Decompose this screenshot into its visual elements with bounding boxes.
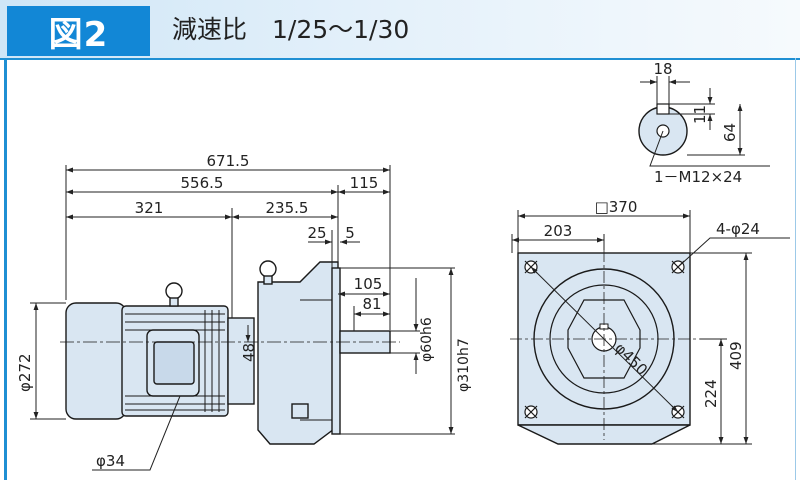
dim-shaft-105: 105 bbox=[354, 275, 383, 293]
side-view-dimensions bbox=[30, 165, 455, 471]
front-view: □370 203 4-φ24 φ450 409 224 bbox=[510, 198, 790, 445]
dim-key-width: 18 bbox=[653, 60, 672, 78]
dim-bolt-holes: 4-φ24 bbox=[716, 220, 760, 238]
dim-conduit-dia: φ34 bbox=[96, 452, 125, 470]
dim-motor-plus-gear: 556.5 bbox=[181, 174, 224, 192]
dim-flange-b: 5 bbox=[345, 224, 355, 242]
motor-adapter bbox=[227, 317, 255, 405]
dim-total-height: 409 bbox=[727, 341, 745, 370]
side-view-labels: 671.5 556.5 115 321 235.5 25 5 105 81 φ6… bbox=[16, 152, 472, 470]
dim-pilot-dia: φ310h7 bbox=[456, 338, 472, 392]
terminal-box-window bbox=[153, 341, 195, 385]
dim-flange-square: □370 bbox=[595, 198, 638, 216]
dim-half-width: 203 bbox=[544, 222, 573, 240]
gearbox-plug bbox=[291, 403, 309, 419]
keyway bbox=[656, 103, 670, 115]
side-view bbox=[60, 260, 400, 445]
figure-title: 減速比 1/25～1/30 bbox=[172, 15, 410, 44]
dim-center-height: 224 bbox=[702, 379, 720, 408]
dim-key-depth: 11 bbox=[691, 105, 709, 124]
dim-shaft-dia: φ60h6 bbox=[419, 317, 435, 362]
dim-motor-dia: φ272 bbox=[16, 353, 34, 392]
output-flange bbox=[331, 267, 341, 435]
shaft-detail: 18 11 64 1－M12×24 bbox=[638, 60, 770, 186]
dim-motor-length: 321 bbox=[135, 199, 164, 217]
dim-shaft-81: 81 bbox=[362, 295, 381, 313]
dim-shaft-extension: 115 bbox=[350, 174, 379, 192]
motor-fan-cover bbox=[65, 302, 127, 420]
dim-overall-length: 671.5 bbox=[207, 152, 250, 170]
gearbox-eyebolt bbox=[259, 260, 277, 278]
figure-header: 図2 減速比 1/25～1/30 bbox=[0, 0, 800, 60]
dim-gear-length: 235.5 bbox=[266, 199, 309, 217]
dim-shaft-height: 64 bbox=[721, 123, 739, 142]
dim-center: 48 bbox=[240, 343, 258, 362]
motor-eyebolt bbox=[165, 282, 183, 300]
figure-number-badge: 図2 bbox=[7, 6, 150, 56]
dim-flange-a: 25 bbox=[307, 224, 326, 242]
drawing-frame bbox=[4, 58, 796, 480]
tap-spec: 1－M12×24 bbox=[654, 168, 742, 186]
